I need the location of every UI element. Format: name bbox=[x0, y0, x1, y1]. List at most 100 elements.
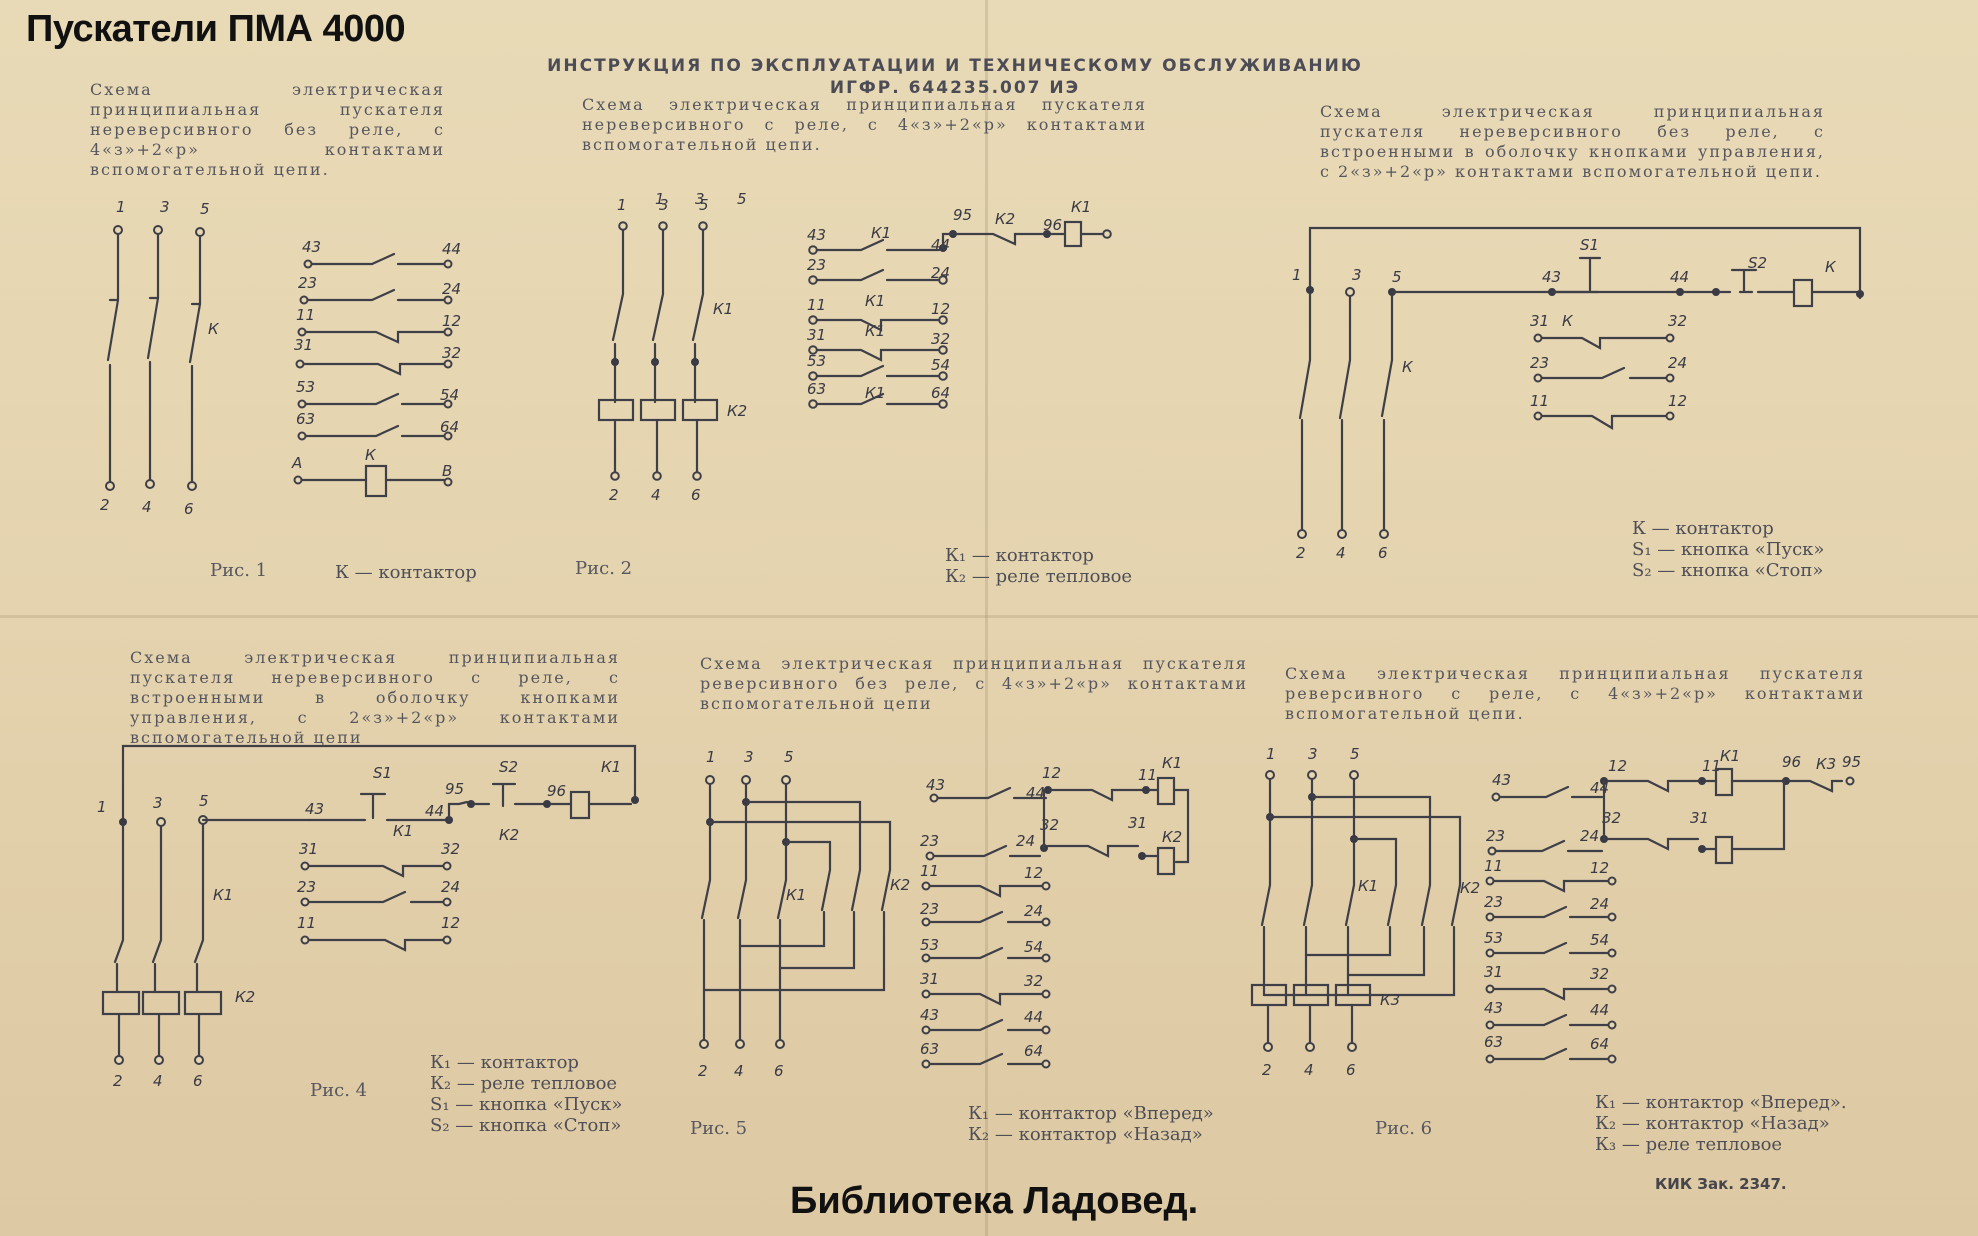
terminal-label: 44 bbox=[1024, 1008, 1043, 1026]
coil-label: К bbox=[1825, 258, 1837, 276]
figure-1-diagram: 1 3 5 2 4 6 К 43 44 23 24 11 12 31 32 53… bbox=[100, 198, 461, 518]
terminal-label: 63 bbox=[920, 1040, 939, 1058]
button-symbol: S2 bbox=[499, 758, 518, 776]
terminal-label: 12 bbox=[442, 312, 461, 330]
terminal-label: 3 bbox=[659, 196, 669, 214]
terminal-label: 23 bbox=[1486, 827, 1505, 845]
terminal-label: 95 bbox=[1842, 753, 1861, 771]
terminal-label: 24 bbox=[1668, 354, 1687, 372]
terminal-label: 1 bbox=[1292, 266, 1302, 284]
terminal-label: 11 bbox=[1702, 757, 1721, 775]
figure-2-label: Рис. 2 bbox=[575, 558, 633, 579]
terminal-label: 43 bbox=[1542, 268, 1561, 286]
contactor-symbol: К1 bbox=[713, 300, 733, 318]
terminal-label: 5 bbox=[737, 190, 747, 208]
terminal-label: 23 bbox=[807, 256, 826, 274]
button-symbol: S1 bbox=[373, 764, 392, 782]
terminal-label: 4 bbox=[651, 486, 661, 504]
terminal-label: 2 bbox=[609, 486, 619, 504]
terminal-label: 96 bbox=[547, 782, 566, 800]
contactor-symbol: К1 bbox=[1358, 877, 1378, 895]
terminal-label: 2 bbox=[698, 1062, 708, 1080]
terminal-label: 43 bbox=[920, 1006, 939, 1024]
figure-1-legend: К — контактор bbox=[335, 562, 477, 583]
figure-2-legend: К₁ — контактор К₂ — реле тепловое bbox=[945, 545, 1132, 587]
terminal-label: 2 bbox=[113, 1072, 123, 1090]
terminal-label: 2 bbox=[1262, 1061, 1272, 1079]
legend-item: S₂ — кнопка «Стоп» bbox=[430, 1115, 622, 1136]
terminal-label: 5 bbox=[784, 748, 794, 766]
terminal-label: 32 bbox=[931, 330, 950, 348]
terminal-label: 95 bbox=[445, 780, 464, 798]
terminal-label: 31 bbox=[807, 326, 826, 344]
figure-4-label: Рис. 4 bbox=[310, 1080, 368, 1101]
button-symbol: S1 bbox=[1580, 236, 1599, 254]
figure-6-label: Рис. 6 bbox=[1375, 1118, 1433, 1139]
terminal-label: 32 bbox=[1590, 965, 1609, 983]
terminal-label: 31 bbox=[1690, 809, 1709, 827]
terminal-label: 3 bbox=[744, 748, 754, 766]
print-order-number: КИК Зак. 2347. bbox=[1655, 1175, 1787, 1193]
figure-6-legend: К₁ — контактор «Вперед». К₂ — контактор … bbox=[1595, 1092, 1847, 1155]
document-header: ИНСТРУКЦИЯ ПО ЭКСПЛУАТАЦИИ И ТЕХНИЧЕСКОМ… bbox=[520, 55, 1390, 99]
terminal-label: 12 bbox=[1024, 864, 1043, 882]
terminal-label: 12 bbox=[1590, 859, 1609, 877]
terminal-label: 54 bbox=[1590, 931, 1609, 949]
terminal-label: 96 bbox=[1782, 753, 1801, 771]
terminal-label: 1 bbox=[706, 748, 716, 766]
terminal-label: 23 bbox=[1484, 893, 1503, 911]
terminal-label: 12 bbox=[441, 914, 460, 932]
figure-1-caption: Схема электрическая принципиальная пуска… bbox=[90, 80, 445, 179]
terminal-label: 5 bbox=[699, 196, 709, 214]
figure-5-caption: Схема электрическая принципиальная пуска… bbox=[700, 654, 1248, 713]
terminal-label: 54 bbox=[1024, 938, 1043, 956]
figure-2-diagram: 1 3 5 bbox=[655, 190, 747, 208]
figure-3-diagram: 1 3 5 К 2 4 6 43 44 S1 S2 К К 31 32 23 2… bbox=[1292, 226, 1864, 562]
terminal-label: 1 bbox=[617, 196, 627, 214]
contactor-symbol: К1 bbox=[786, 886, 806, 904]
terminal-label: 1 bbox=[1266, 745, 1276, 763]
terminal-label: 4 bbox=[1336, 544, 1346, 562]
terminal-label: 44 bbox=[1026, 784, 1045, 802]
contactor-symbol: К2 bbox=[1460, 879, 1480, 897]
coil-label: К2 bbox=[1162, 828, 1182, 846]
paper-fold-horizontal bbox=[0, 615, 1978, 618]
legend-item: К₂ — контактор «Назад» bbox=[968, 1124, 1203, 1145]
terminal-label: 24 bbox=[1016, 832, 1035, 850]
terminal-label: 2 bbox=[100, 496, 110, 514]
terminal-label: 4 bbox=[153, 1072, 163, 1090]
legend-item: К — контактор bbox=[335, 562, 477, 583]
terminal-label: 6 bbox=[774, 1062, 784, 1080]
terminal-label: 5 bbox=[1350, 745, 1360, 763]
terminal-label: 6 bbox=[193, 1072, 203, 1090]
terminal-label: 54 bbox=[931, 356, 950, 374]
terminal-label: 96 bbox=[1043, 216, 1062, 234]
coil-label: К bbox=[365, 446, 377, 464]
terminal-label: 1 bbox=[116, 198, 126, 216]
coil-label: К1 bbox=[1720, 747, 1740, 765]
terminal-label: 63 bbox=[807, 380, 826, 398]
contact-label: К2 bbox=[995, 210, 1015, 228]
figure-6-diagram: 1 3 5 К2 К1 К3 2 4 6 43 44 12 11 96 95 К… bbox=[1250, 745, 1861, 1079]
terminal-label: 11 bbox=[297, 914, 316, 932]
terminal-label: 4 bbox=[1304, 1061, 1314, 1079]
terminal-label: 23 bbox=[920, 900, 939, 918]
terminal-label: 5 bbox=[1392, 268, 1402, 286]
legend-item: К₂ — контактор «Назад» bbox=[1595, 1113, 1830, 1134]
terminal-label: 54 bbox=[440, 386, 459, 404]
terminal-label: 23 bbox=[298, 274, 317, 292]
terminal-label: 12 bbox=[1608, 757, 1627, 775]
terminal-label: 63 bbox=[296, 410, 315, 428]
terminal-label: 24 bbox=[442, 280, 461, 298]
figure-4-legend: К₁ — контактор К₂ — реле тепловое S₁ — к… bbox=[430, 1052, 622, 1136]
terminal-label: 6 bbox=[184, 500, 194, 518]
legend-item: К₁ — контактор «Вперед» bbox=[968, 1103, 1214, 1124]
contactor-symbol: К bbox=[208, 320, 220, 338]
legend-item: К₁ — контактор «Вперед». bbox=[1595, 1092, 1847, 1113]
terminal-label: 64 bbox=[1024, 1042, 1043, 1060]
terminal-label: 3 bbox=[1308, 745, 1318, 763]
terminal-label: 31 bbox=[299, 840, 318, 858]
contact-label: К bbox=[1562, 312, 1574, 330]
terminal-label: 43 bbox=[1492, 771, 1511, 789]
